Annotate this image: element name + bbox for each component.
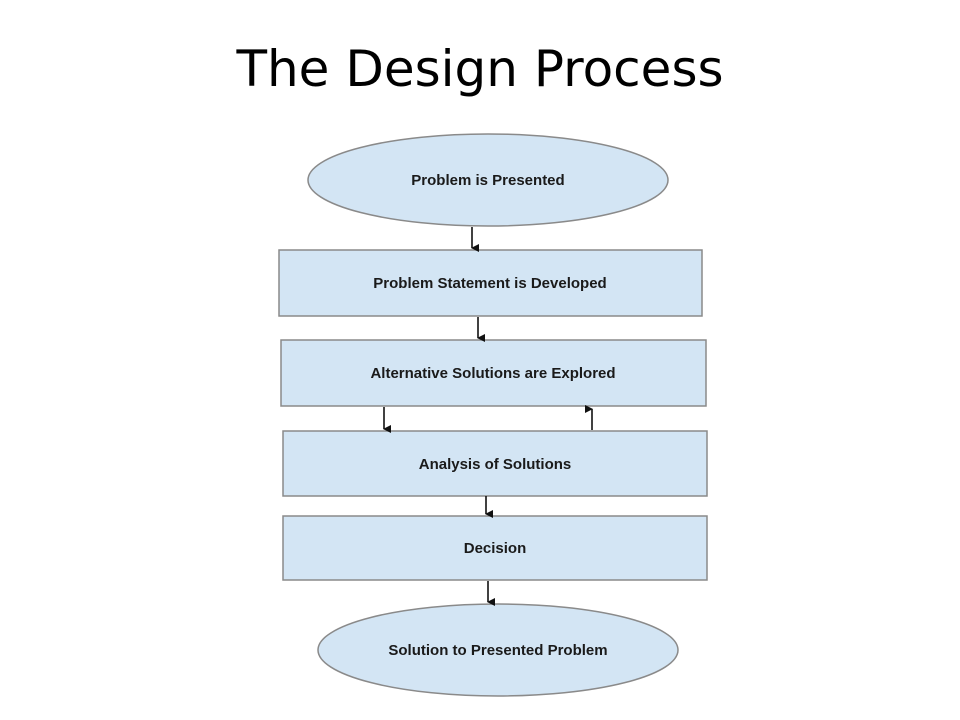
- node-decision-label: Decision: [464, 540, 527, 557]
- node-problem-statement-shape: [278, 249, 703, 317]
- slide-title: The Design Process: [236, 40, 724, 98]
- node-solution-shape: [317, 603, 679, 697]
- node-alternative-solutions-shape: [280, 339, 707, 407]
- node-problem-presented-shape: [307, 133, 669, 227]
- node-problem-statement-label: Problem Statement is Developed: [373, 275, 606, 292]
- node-alternative-solutions: Alternative Solutions are Explored: [280, 339, 707, 407]
- node-analysis-shape: [282, 430, 708, 497]
- node-alternative-solutions-label: Alternative Solutions are Explored: [370, 365, 615, 382]
- node-problem-presented-label: Problem is Presented: [411, 172, 564, 189]
- node-analysis: Analysis of Solutions: [282, 430, 708, 497]
- node-analysis-label: Analysis of Solutions: [419, 456, 572, 473]
- node-decision: Decision: [282, 515, 708, 581]
- node-solution: Solution to Presented Problem: [317, 603, 679, 697]
- node-problem-statement: Problem Statement is Developed: [278, 249, 703, 317]
- node-decision-shape: [282, 515, 708, 581]
- node-problem-presented: Problem is Presented: [307, 133, 669, 227]
- node-solution-label: Solution to Presented Problem: [388, 642, 607, 659]
